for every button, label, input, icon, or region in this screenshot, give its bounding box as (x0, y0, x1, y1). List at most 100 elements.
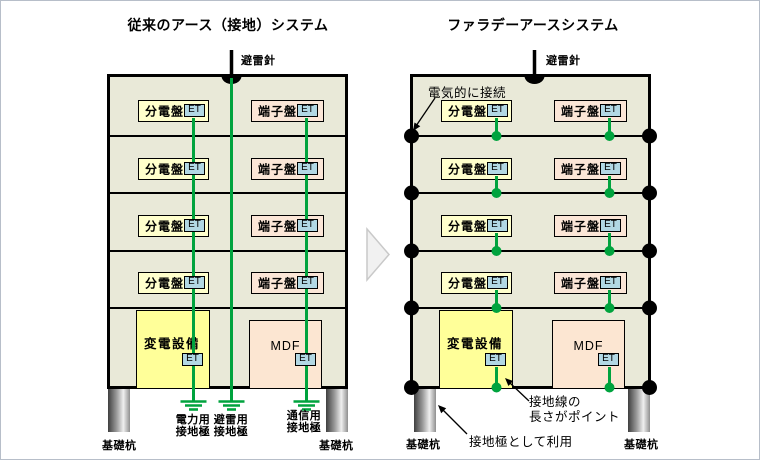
left-diagram-title: 従来のアース（接地）システム (127, 17, 329, 33)
lightning-rod-label: 避雷針 (546, 55, 581, 67)
distribution-board-label: 分電盤 (448, 162, 488, 177)
right-diagram-title: ファラデーアースシステム (447, 17, 619, 33)
foundation-pile-label: 基礎杭 (319, 440, 354, 452)
electrical-connection-arrow (413, 97, 436, 131)
floor-slab-line (413, 135, 648, 137)
telecom-electrode-line2: 接地極 (286, 421, 322, 434)
foundation-pile (326, 389, 348, 432)
ground-wire-arrow (505, 378, 530, 402)
lightning-electrode-label: 避雷用 接地極 (199, 414, 263, 438)
distribution-board-label: 分電盤 (448, 104, 488, 119)
terminal-board-panel: 端子盤 ET (554, 272, 627, 294)
earth-electrode-symbol-telecom (293, 400, 320, 411)
floor-slab-line (110, 307, 345, 309)
earth-terminal: ET (600, 276, 621, 289)
distribution-board-panel: 分電盤 ET (138, 272, 209, 294)
lightning-rod-label: 避雷針 (241, 55, 276, 67)
floor-slab-line (110, 192, 345, 194)
distribution-board-label: 分電盤 (448, 219, 488, 234)
earth-terminal: ET (295, 353, 316, 366)
earth-terminal: ET (487, 219, 508, 232)
terminal-board-label: 端子盤 (561, 104, 601, 119)
power-electrode-label: 電力用 接地極 (161, 414, 225, 438)
earth-terminal: ET (600, 104, 621, 117)
terminal-board-label: 端子盤 (258, 219, 298, 234)
foundation-pile-label: 基礎杭 (102, 440, 137, 452)
terminal-board-panel: 端子盤 ET (251, 100, 324, 122)
mdf-label: MDF (573, 339, 604, 353)
foundation-pile (108, 389, 130, 432)
terminal-board-panel: 端子盤 ET (251, 272, 324, 294)
distribution-board-panel: 分電盤 ET (441, 272, 512, 294)
bond-dots-green (491, 131, 615, 393)
terminal-board-panel: 端子盤 ET (251, 215, 324, 237)
ground-wire-note-line2: 長さがポイント (529, 409, 621, 424)
earth-terminal: ET (184, 219, 205, 232)
electrical-connection-note: 電気的に接続 (428, 86, 507, 100)
earth-terminal: ET (297, 104, 318, 117)
distribution-board-label: 分電盤 (145, 219, 185, 234)
earth-terminal: ET (487, 162, 508, 175)
foundation-pile (414, 389, 436, 432)
terminal-board-label: 端子盤 (561, 276, 601, 291)
terminal-board-label: 端子盤 (258, 276, 298, 291)
earth-terminal: ET (297, 276, 318, 289)
earth-terminal: ET (487, 104, 508, 117)
terminal-board-panel: 端子盤 ET (554, 100, 627, 122)
substation-label: 変電設備 (144, 337, 201, 351)
earth-terminal: ET (184, 162, 205, 175)
floor-slab-line (110, 250, 345, 252)
terminal-board-label: 端子盤 (258, 104, 298, 119)
mdf-box: MDF ET (249, 320, 322, 389)
terminal-board-panel: 端子盤 ET (251, 158, 324, 180)
earth-terminal: ET (182, 353, 203, 366)
earth-terminal: ET (184, 276, 205, 289)
floor-slab-line (413, 250, 648, 252)
earth-terminal: ET (297, 219, 318, 232)
distribution-board-panel: 分電盤 ET (441, 100, 512, 122)
bonding-stubs (495, 118, 611, 388)
electrode-use-note: 接地極として利用 (469, 435, 573, 449)
distribution-board-panel: 分電盤 ET (138, 215, 209, 237)
lightning-rod-base (524, 76, 545, 84)
telecom-electrode-line1: 通信用 (286, 410, 322, 422)
lightning-electrode-line1: 避雷用 (213, 414, 249, 426)
mdf-label: MDF (270, 339, 301, 353)
distribution-board-panel: 分電盤 ET (138, 158, 209, 180)
terminal-board-label: 端子盤 (561, 162, 601, 177)
earth-terminal: ET (485, 353, 506, 366)
foundation-pile-label: 基礎杭 (624, 439, 659, 451)
distribution-board-label: 分電盤 (145, 104, 185, 119)
substation-box: 変電設備 ET (136, 310, 210, 389)
substation-label: 変電設備 (447, 337, 504, 351)
distribution-board-label: 分電盤 (145, 276, 185, 291)
floor-slab-line (110, 135, 345, 137)
floor-slab-line (413, 307, 648, 309)
earth-electrode-symbol-lightning (218, 400, 245, 411)
substation-box: 変電設備 ET (439, 310, 513, 389)
power-electrode-line1: 電力用 (175, 414, 211, 426)
ground-wire-note: 接地線の 長さがポイント (529, 395, 620, 424)
distribution-board-panel: 分電盤 ET (138, 100, 209, 122)
earth-electrode-symbol-power (180, 400, 207, 411)
earth-terminal: ET (600, 162, 621, 175)
ground-wire-note-line1: 接地線の (529, 395, 582, 409)
distribution-board-panel: 分電盤 ET (441, 158, 512, 180)
earth-terminal: ET (598, 353, 619, 366)
distribution-board-label: 分電盤 (448, 276, 488, 291)
foundation-pile-label: 基礎杭 (406, 439, 441, 451)
terminal-board-label: 端子盤 (561, 219, 601, 234)
earth-terminal: ET (184, 104, 205, 117)
lightning-electrode-line2: 接地極 (213, 425, 249, 438)
terminal-board-panel: 端子盤 ET (554, 215, 627, 237)
structure-bond-dots (404, 128, 657, 395)
earth-terminal: ET (487, 276, 508, 289)
mdf-box: MDF ET (552, 320, 625, 389)
transition-arrow (366, 226, 390, 283)
earth-terminal: ET (600, 219, 621, 232)
telecom-electrode-label: 通信用 接地極 (272, 410, 336, 434)
distribution-board-label: 分電盤 (145, 162, 185, 177)
terminal-board-panel: 端子盤 ET (554, 158, 627, 180)
